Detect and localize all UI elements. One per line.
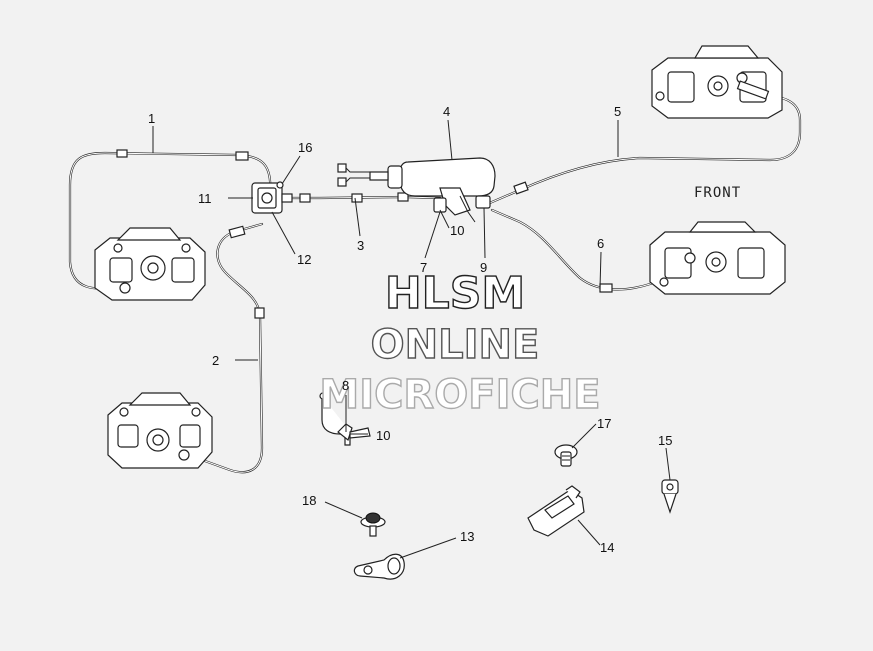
- callout-16: 16: [298, 140, 312, 155]
- callout-11: 11: [198, 191, 212, 206]
- brake-lines: [68, 94, 802, 474]
- callout-13: 13: [460, 529, 474, 544]
- watermark-line-1: HLSM: [385, 268, 525, 319]
- caliper-front-upper-right: [651, 45, 783, 119]
- brake-line-1: [68, 149, 272, 290]
- front-direction-label: FRONT: [694, 185, 741, 201]
- brake-line-2: [178, 222, 265, 474]
- caliper-rear-lower-left: [107, 392, 213, 469]
- callout-7: 7: [420, 260, 427, 275]
- watermark-line-3: MICROFICHE: [319, 372, 600, 418]
- brake-line-3: [280, 192, 442, 203]
- callout-6: 6: [597, 236, 604, 251]
- caliper-rear-upper-left: [94, 227, 206, 301]
- brake-junction-block: [251, 181, 293, 214]
- callout-2: 2: [212, 353, 219, 368]
- bracket-clip-14: [527, 485, 585, 537]
- callout-3: 3: [357, 238, 364, 253]
- callout-8: 8: [342, 378, 349, 393]
- callout-14: 14: [600, 540, 614, 555]
- brake-line-5: [483, 94, 802, 207]
- callout-5: 5: [614, 104, 621, 119]
- callout-4: 4: [443, 104, 450, 119]
- bolt-17: [554, 444, 578, 467]
- fitting-15: [661, 479, 679, 514]
- p-clamp-13: [353, 553, 405, 580]
- caliper-front-lower-right: [649, 221, 786, 295]
- watermark: HLSM ONLINE MICROFICHE: [319, 267, 602, 418]
- callout-12: 12: [297, 252, 311, 267]
- callout-10-upper: 10: [450, 223, 464, 238]
- callout-1: 1: [148, 111, 155, 126]
- callout-18: 18: [302, 493, 316, 508]
- banjo-bolt-assembly: [319, 392, 371, 446]
- callout-numbers: 1 2 3 4 5 6 7 8 9 10 10 11 12 13 14 15 1…: [148, 104, 672, 555]
- master-cylinder: [337, 157, 496, 223]
- screw-18: [360, 512, 386, 537]
- callout-17: 17: [597, 416, 611, 431]
- leader-lines: [152, 119, 671, 559]
- callout-10-lower: 10: [376, 428, 390, 443]
- watermark-line-2: ONLINE: [371, 322, 540, 368]
- callout-15: 15: [658, 433, 672, 448]
- callout-9: 9: [480, 260, 487, 275]
